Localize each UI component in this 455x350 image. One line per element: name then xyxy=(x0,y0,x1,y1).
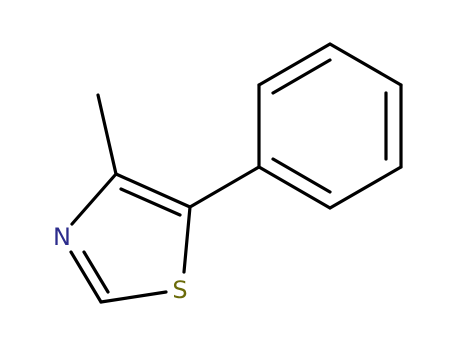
ring-bond-c4-c5-inner xyxy=(119,187,182,217)
methyl-bond xyxy=(96,93,118,176)
phenyl-bond-6 xyxy=(257,165,332,210)
ring-bond-c4-n3 xyxy=(70,172,118,226)
ring-bond-n3-c2-inner xyxy=(82,250,110,294)
nitrogen-label: N xyxy=(53,223,71,251)
phenyl-bond-2 xyxy=(257,42,332,87)
ring-bond-c5-s1 xyxy=(182,205,192,274)
phenyl-double-bond-inner-3 xyxy=(271,157,332,194)
ring-bond-c2-s1 xyxy=(99,290,168,304)
phenyl-link-bond xyxy=(188,165,261,209)
ring-bond-c4-c5 xyxy=(114,172,192,209)
phenyl-bond-5 xyxy=(328,165,403,210)
sulfur-label: S xyxy=(172,276,187,304)
ring-bond-n3-c2 xyxy=(69,250,103,304)
phenyl-double-bond-inner-1 xyxy=(271,58,332,95)
phenyl-bond-3 xyxy=(328,42,403,87)
